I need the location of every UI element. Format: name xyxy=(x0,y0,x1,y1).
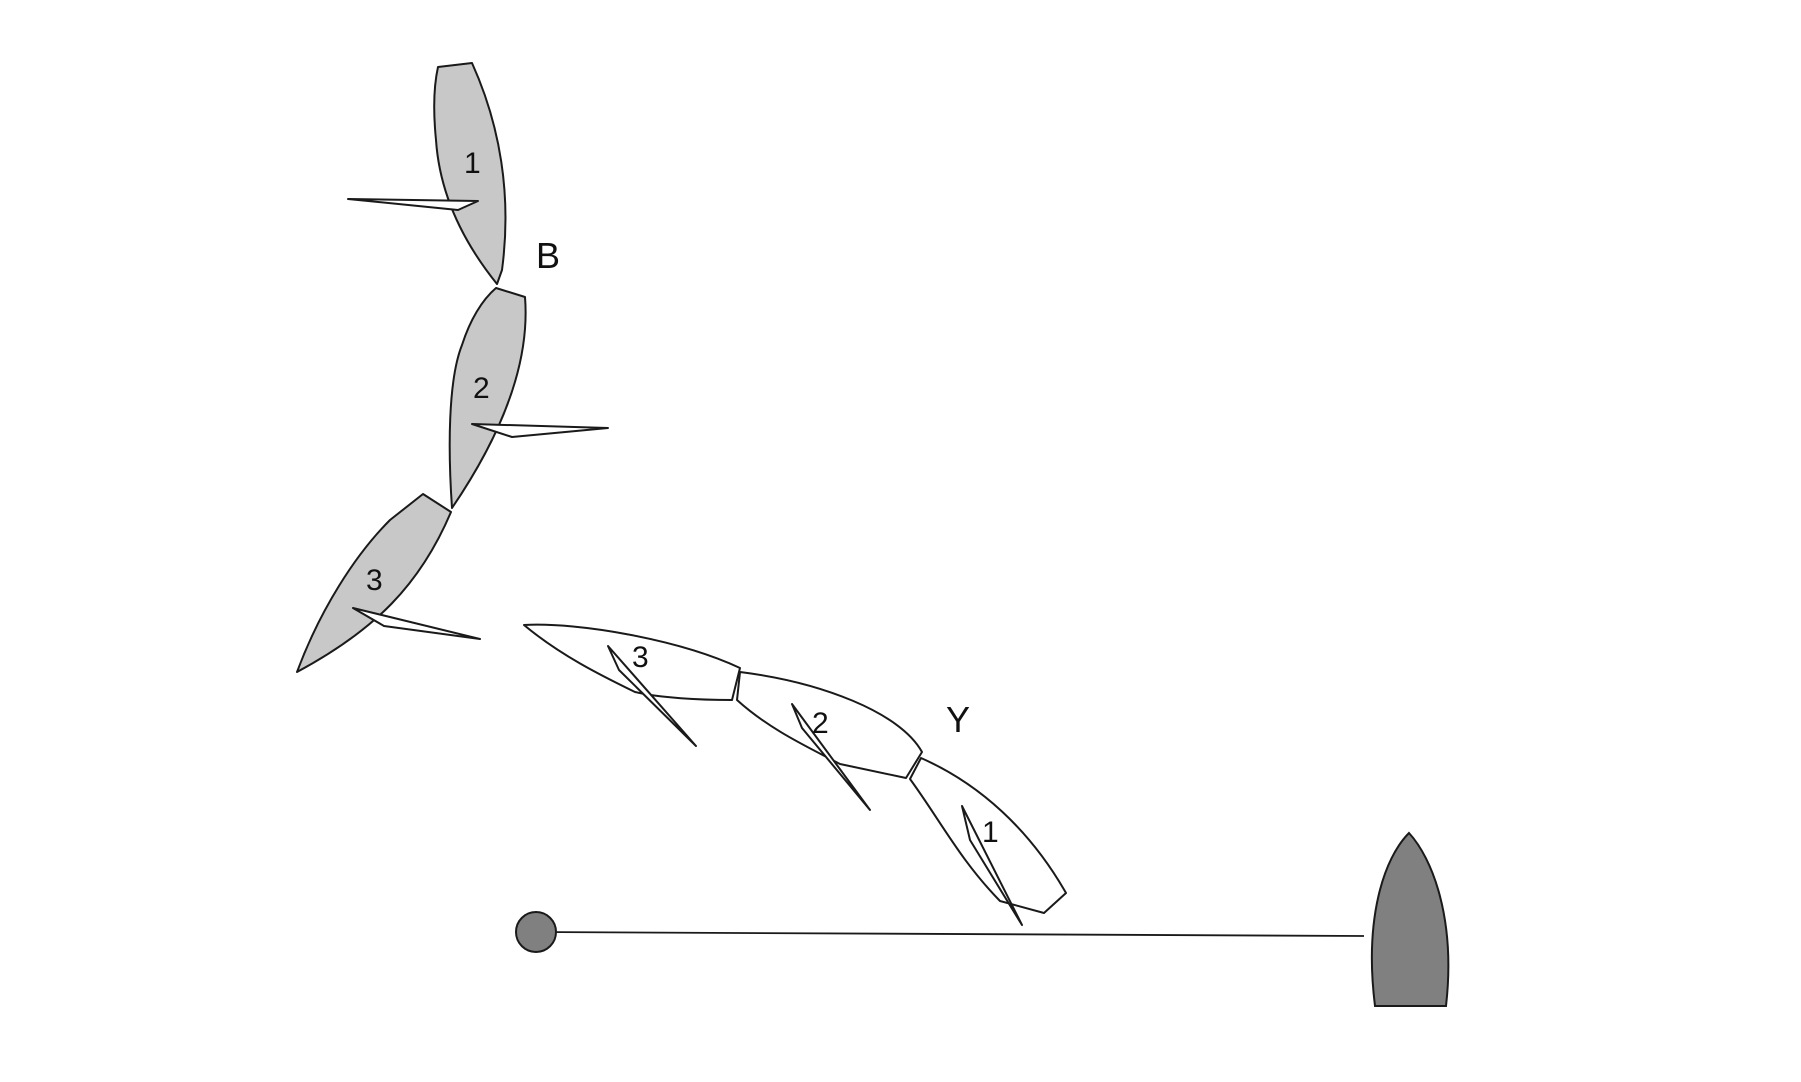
boat-b-position-3: 3 xyxy=(296,493,481,673)
boat-y-number-3: 3 xyxy=(632,641,649,674)
boat-y-position-1: 1 xyxy=(909,757,1067,926)
boat-b-hull-3 xyxy=(296,493,452,673)
boat-b-position-2: 2 xyxy=(448,287,609,509)
boat-b-number-3: 3 xyxy=(366,564,383,597)
boat-b-number-1: 1 xyxy=(464,147,481,180)
committee-boat xyxy=(1370,831,1450,1007)
boat-b-position-1: 1 xyxy=(347,62,507,285)
boat-b-number-2: 2 xyxy=(473,372,490,405)
boat-y-position-3: 3 xyxy=(523,623,741,747)
boat-y-sail-3 xyxy=(607,645,697,747)
boat-y-hull-1 xyxy=(909,757,1067,914)
boat-b-sail-3 xyxy=(352,607,481,640)
boat-b-label: B xyxy=(536,235,560,276)
boat-b-sail-2 xyxy=(471,423,609,438)
boat-y-position-2: 2 xyxy=(736,671,923,811)
boat-b-hull-1 xyxy=(433,62,507,285)
boat-y-sail-1 xyxy=(961,805,1023,926)
boat-y-hull-3 xyxy=(523,623,741,701)
boat-y-number-1: 1 xyxy=(982,816,999,849)
starting-line xyxy=(535,931,1365,937)
boat-y-hull-2 xyxy=(736,671,923,779)
boat-b-hull-2 xyxy=(448,287,527,509)
boat-y-label: Y xyxy=(946,699,970,740)
boat-b-sail-1 xyxy=(347,198,479,211)
boat-y-sail-2 xyxy=(791,703,871,811)
boat-y-number-2: 2 xyxy=(812,707,829,740)
pin-mark xyxy=(515,911,557,953)
